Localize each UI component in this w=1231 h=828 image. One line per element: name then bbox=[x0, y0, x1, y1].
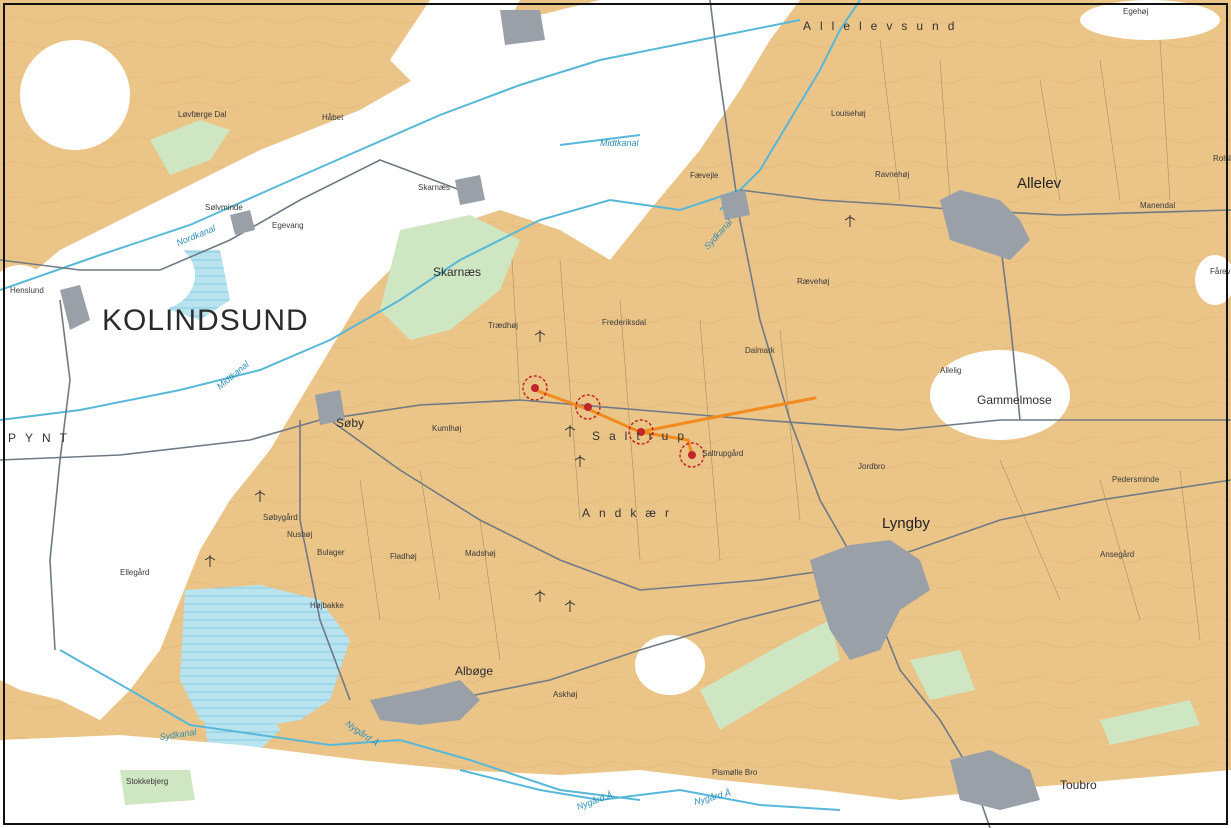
clearing-east bbox=[1195, 255, 1231, 305]
turbine-marker[interactable] bbox=[575, 394, 601, 420]
wetland-southwest bbox=[200, 690, 280, 760]
clearing-south bbox=[635, 635, 705, 695]
label-ellegard: Ellegård bbox=[120, 568, 149, 577]
label-skarnaes: Skarnæs bbox=[433, 265, 481, 279]
field-lines bbox=[359, 39, 1201, 661]
map-frame bbox=[3, 3, 1228, 825]
label-gammelmose: Gammelmose bbox=[977, 393, 1052, 407]
label-kumlhoj: Kumlhøj bbox=[432, 424, 462, 433]
kolindsund-lowland bbox=[0, 0, 800, 720]
turbine-marker[interactable] bbox=[628, 419, 654, 445]
label-pismolle-bro: Pismølle Bro bbox=[712, 768, 758, 777]
river-south bbox=[0, 735, 1231, 828]
wind-turbine-symbols bbox=[204, 215, 856, 612]
label-egehoj: Egehøj bbox=[1123, 7, 1149, 16]
label-egevang: Egevang bbox=[272, 221, 304, 230]
label-frederiksdal: Frederiksdal bbox=[602, 318, 646, 327]
forest-stokkebjerg bbox=[120, 770, 195, 805]
label-nushoj: Nushøj bbox=[287, 530, 313, 539]
canals bbox=[0, 0, 861, 811]
forest-southeast-2 bbox=[910, 650, 975, 700]
label-madshoj: Madshøj bbox=[465, 549, 496, 558]
label-saltrupgard: Saltrupgård bbox=[702, 449, 743, 458]
forest-skarnaes bbox=[380, 215, 520, 340]
label-askhoj: Askhøj bbox=[553, 690, 578, 699]
label-andkaer: Andkær bbox=[582, 506, 678, 520]
clearing-west-1 bbox=[20, 40, 130, 150]
clearing-north-1 bbox=[1080, 0, 1220, 40]
label-allelev: Allelev bbox=[1017, 175, 1062, 192]
label-lyngby: Lyngby bbox=[882, 515, 930, 532]
label-dalmark: Dalmark bbox=[745, 346, 776, 355]
label-pedersminde: Pedersminde bbox=[1112, 475, 1160, 484]
forest-lovfaerge bbox=[150, 120, 230, 175]
label-allelevsund: Allelevsund bbox=[803, 19, 963, 33]
label-manendal: Manendal bbox=[1140, 201, 1175, 210]
label-midtkanal: Midtkanal bbox=[600, 138, 640, 148]
label-fare: Fårev bbox=[1210, 267, 1230, 276]
label-bulager: Bulager bbox=[317, 548, 345, 557]
label-allelig: Allelig bbox=[940, 366, 961, 375]
label-raevehoj: Rævehøj bbox=[797, 277, 830, 286]
turbine-marker[interactable] bbox=[522, 375, 548, 401]
label-stokkebjerg: Stokkebjerg bbox=[126, 777, 168, 786]
label-pynt: PYNT bbox=[8, 431, 76, 445]
label-saltrup: Saltrup bbox=[592, 429, 693, 443]
forest-southeast-3 bbox=[1100, 700, 1200, 745]
clearing-west-3 bbox=[115, 240, 195, 310]
label-lovfaerge-dal: Løvfærge Dal bbox=[178, 110, 227, 119]
western-lowland bbox=[0, 460, 160, 650]
turbine-marker[interactable] bbox=[679, 442, 705, 468]
label-habet: Håbet bbox=[322, 113, 344, 122]
label-louisehoj: Louisehøj bbox=[831, 109, 866, 118]
label-traedhoj: Trædhøj bbox=[488, 321, 518, 330]
label-hoibakke: Højbakke bbox=[310, 601, 344, 610]
forest-southeast-1 bbox=[700, 620, 840, 730]
label-skarnaes-small: Skarnæs bbox=[418, 183, 450, 192]
label-solvminde: Sølvminde bbox=[205, 203, 243, 212]
town-blocks bbox=[60, 10, 1040, 810]
kolindsund-lowland-north bbox=[390, 0, 520, 90]
label-sebygard: Søbygård bbox=[263, 513, 298, 522]
label-alboge: Albøge bbox=[455, 664, 493, 678]
label-ravnehoj: Ravnehøj bbox=[875, 170, 909, 179]
turbines bbox=[522, 375, 705, 468]
label-jordbro: Jordbro bbox=[858, 462, 886, 471]
label-faevejle: Fævejle bbox=[690, 171, 719, 180]
gammelmose-clearing bbox=[930, 350, 1070, 440]
label-toubro: Toubro bbox=[1060, 778, 1097, 792]
label-kolindsund: KOLINDSUND bbox=[102, 304, 309, 337]
label-rolsl: Rolsl bbox=[1213, 154, 1231, 163]
label-henslund: Henslund bbox=[10, 286, 44, 295]
label-soby: Søby bbox=[336, 416, 364, 430]
label-ansegard: Ansegård bbox=[1100, 550, 1134, 559]
label-fladhoj: Fladhøj bbox=[390, 552, 417, 561]
